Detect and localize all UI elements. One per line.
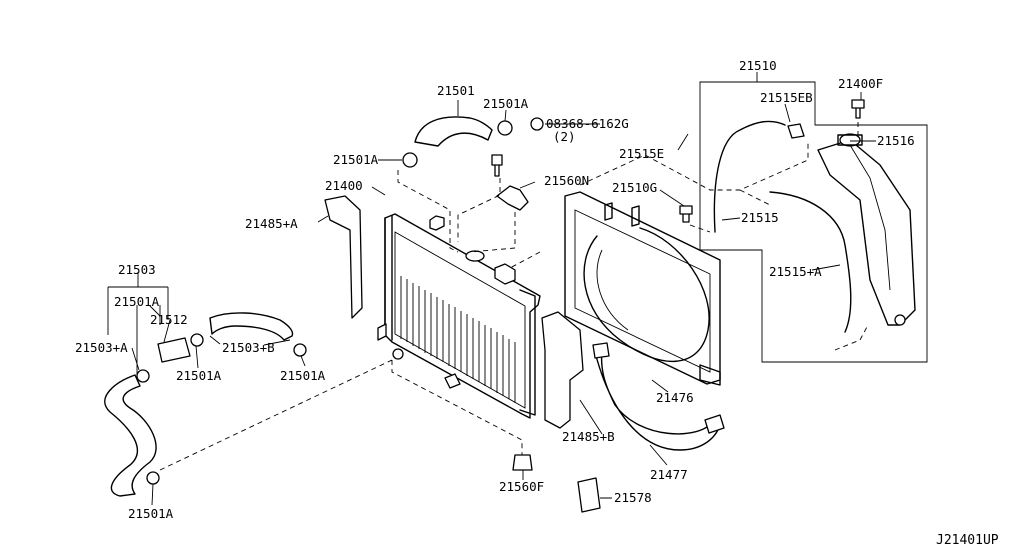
label-21501a-mid: 21501A <box>333 152 379 167</box>
upper-hose <box>414 116 493 147</box>
leader-lines <box>131 72 876 506</box>
air-guide-b <box>541 311 584 429</box>
bolt-21510g <box>679 205 693 223</box>
label-21560n: 21560N <box>544 173 589 188</box>
reservoir-hose <box>713 120 786 233</box>
label-21516: 21516 <box>877 133 915 148</box>
water-pipe-21512 <box>157 337 191 363</box>
hose-clamp-left-b <box>190 333 204 347</box>
label-21510: 21510 <box>739 58 777 73</box>
overflow-hose <box>769 191 852 333</box>
label-08368: 08368-6162G <box>546 116 629 131</box>
label-21503: 21503 <box>118 262 156 277</box>
pad-21578 <box>577 477 601 513</box>
air-guide-a <box>324 195 363 319</box>
hose-clamp-left-a <box>136 369 150 383</box>
washer-08368 <box>530 117 544 131</box>
label-21501a-bottom: 21501A <box>128 506 174 521</box>
label-21515a: 21515+A <box>769 264 822 279</box>
label-21501a-left: 21501A <box>114 294 160 309</box>
label-21503a: 21503+A <box>75 340 128 355</box>
label-21515eb: 21515EB <box>760 90 813 105</box>
label-08368-qty: (2) <box>553 129 576 144</box>
label-21510g: 21510G <box>612 180 657 195</box>
lower-hose-a <box>104 374 157 497</box>
label-21515e: 21515E <box>619 146 664 161</box>
fan-shroud <box>564 191 721 386</box>
lower-hose-b <box>209 312 294 341</box>
label-21501a-left2: 21501A <box>176 368 222 383</box>
label-21501a-left3: 21501A <box>280 368 326 383</box>
group-box-21510 <box>699 81 928 363</box>
mount-21560f <box>512 454 533 471</box>
reservoir-tank <box>817 133 916 326</box>
hose-clamp-upper-right <box>497 120 513 136</box>
label-21503b: 21503+B <box>222 340 275 355</box>
hose-clamp-bottom <box>146 471 160 485</box>
label-21578: 21578 <box>614 490 652 505</box>
label-21515: 21515 <box>741 210 779 225</box>
label-21501: 21501 <box>437 83 475 98</box>
strap-end-upper <box>592 342 610 359</box>
label-21485a: 21485+A <box>245 216 298 231</box>
hose-clamp-right <box>293 343 307 357</box>
label-21501a-top: 21501A <box>483 96 529 111</box>
bolt-08368 <box>491 154 503 177</box>
label-21400f: 21400F <box>838 76 883 91</box>
connection-lines <box>159 122 869 471</box>
bracket-21560n <box>496 185 529 211</box>
diagram-code: J21401UP <box>936 533 999 548</box>
label-21512: 21512 <box>150 312 188 327</box>
label-21477: 21477 <box>650 467 688 482</box>
bolt-21400f <box>851 99 865 119</box>
label-21400: 21400 <box>325 178 363 193</box>
label-21476: 21476 <box>656 390 694 405</box>
group-box-21503-sub <box>136 305 161 378</box>
radiator-core <box>377 213 541 419</box>
label-21560f: 21560F <box>499 479 544 494</box>
strap-end-lower <box>704 414 725 434</box>
label-21485b: 21485+B <box>562 429 615 444</box>
hose-clip-21515eb <box>787 123 805 139</box>
hose-clamp-upper-left <box>402 152 418 168</box>
